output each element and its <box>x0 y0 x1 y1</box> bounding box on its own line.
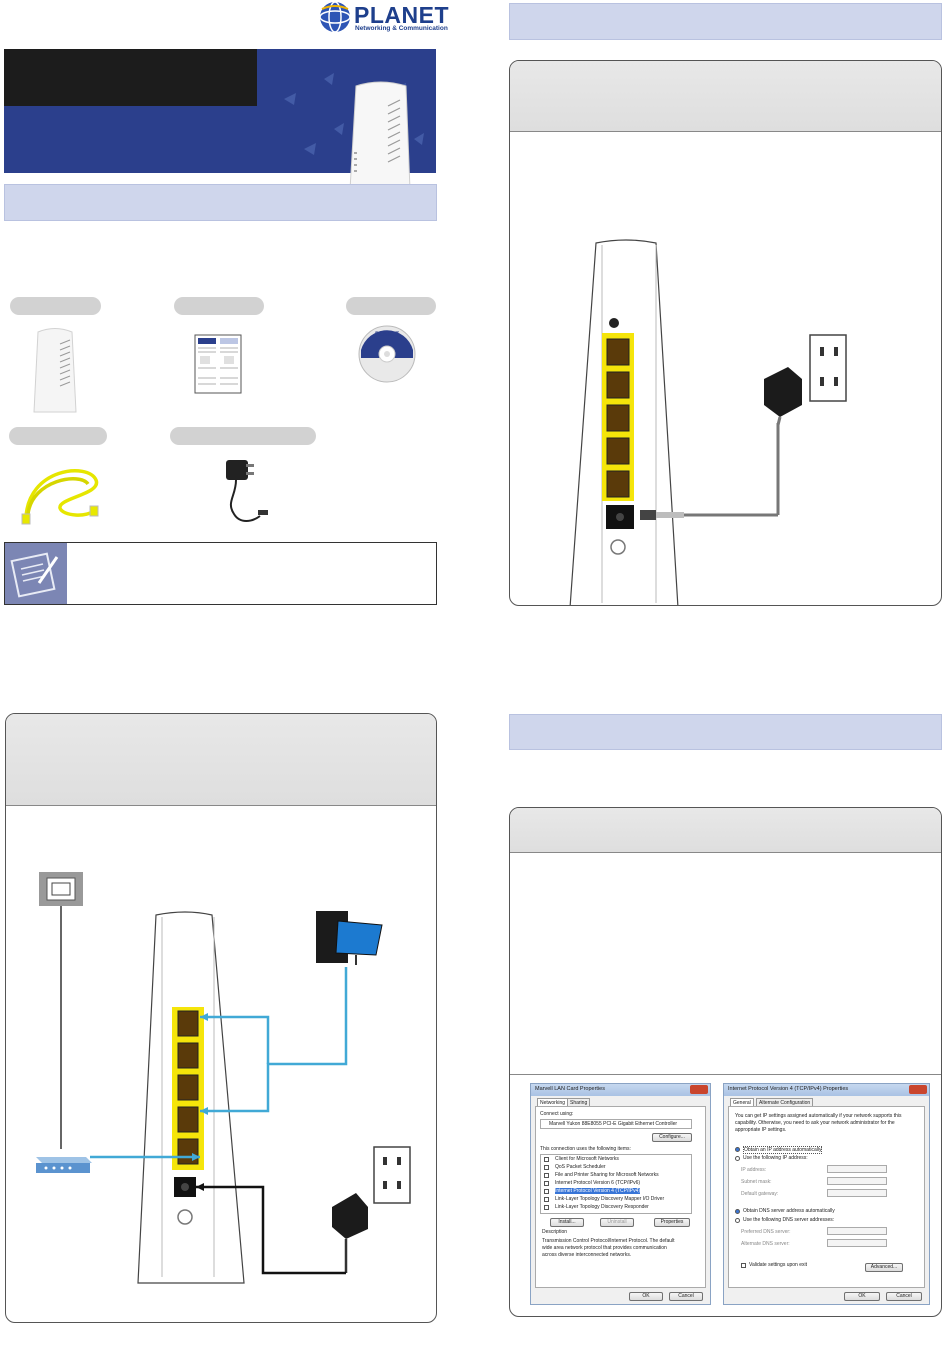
install-button[interactable]: Install... <box>550 1218 584 1227</box>
item-label-pill <box>10 297 101 315</box>
validate-checkbox[interactable] <box>741 1263 746 1268</box>
ip-address-input[interactable] <box>827 1165 887 1173</box>
note-box <box>4 542 437 605</box>
lan-properties-window: Marvell LAN Card Properties Networking S… <box>530 1083 711 1305</box>
configure-button[interactable]: Configure... <box>652 1133 692 1142</box>
ok-button[interactable]: OK <box>629 1292 663 1301</box>
properties-button[interactable]: Properties <box>654 1218 690 1227</box>
uninstall-button[interactable]: Uninstall <box>600 1218 634 1227</box>
window-title: Internet Protocol Version 4 (TCP/IPv4) P… <box>724 1084 929 1096</box>
brand-name: PLANET <box>354 2 449 28</box>
alternate-dns-input[interactable] <box>827 1239 887 1247</box>
network-connection-diagram <box>36 872 411 1284</box>
list-item[interactable]: Link-Layer Topology Discovery Responder <box>555 1204 649 1210</box>
list-item[interactable]: File and Printer Sharing for Microsoft N… <box>555 1172 659 1178</box>
hero-title-block <box>4 49 257 106</box>
window-body: You can get IP settings assigned automat… <box>728 1106 925 1288</box>
brand-tagline: Networking & Communication <box>355 25 448 32</box>
checkbox[interactable] <box>544 1197 549 1202</box>
radio-obtain-dns[interactable] <box>735 1209 740 1214</box>
window-body: Connect using: Marvell Yukon 88E8055 PCI… <box>535 1106 706 1288</box>
default-gateway-input[interactable] <box>827 1189 887 1197</box>
adapter-name: Marvell Yukon 88E8055 PCI-E Gigabit Ethe… <box>549 1121 678 1127</box>
panel-header <box>510 61 941 132</box>
preferred-dns-label: Preferred DNS server: <box>741 1229 791 1235</box>
description-text: Transmission Control Protocol/Internet P… <box>542 1238 675 1258</box>
subnet-mask-label: Subnet mask: <box>741 1179 772 1185</box>
item-label-pill <box>9 427 107 445</box>
preferred-dns-input[interactable] <box>827 1227 887 1235</box>
globe-icon <box>319 1 351 33</box>
list-item[interactable]: Client for Microsoft Networks <box>555 1156 619 1162</box>
validate-label[interactable]: Validate settings upon exit <box>749 1262 808 1268</box>
list-item[interactable]: Link-Layer Topology Discovery Mapper I/O… <box>555 1196 665 1202</box>
ipv4-properties-window: Internet Protocol Version 4 (TCP/IPv4) P… <box>723 1083 930 1305</box>
list-item[interactable]: Internet Protocol Version 6 (TCP/IPv6) <box>555 1180 641 1186</box>
section-band-package <box>4 184 437 221</box>
section-band-configuration <box>509 714 942 750</box>
radio-obtain-ip[interactable] <box>735 1147 740 1152</box>
checkbox[interactable] <box>544 1157 549 1162</box>
checkbox[interactable] <box>544 1189 549 1194</box>
subnet-mask-input[interactable] <box>827 1177 887 1185</box>
items-label: This connection uses the following items… <box>540 1146 631 1152</box>
cd-brand-label: PLANET <box>375 332 399 338</box>
connection-panel-left <box>5 713 437 1323</box>
item-label-pill <box>346 297 436 315</box>
cancel-button[interactable]: Cancel <box>669 1292 703 1301</box>
checkbox[interactable] <box>544 1165 549 1170</box>
router-hero-image <box>349 81 411 191</box>
router-product-image <box>33 328 77 413</box>
default-gateway-label: Default gateway: <box>741 1191 779 1197</box>
list-item-selected[interactable]: Internet Protocol Version 4 (TCP/IPv4) <box>555 1188 641 1194</box>
use-ip-label[interactable]: Use the following IP address: <box>743 1155 808 1161</box>
planet-logo: PLANET Networking & Communication <box>318 0 449 36</box>
ethernet-cable-image <box>21 468 99 525</box>
window-title: Marvell LAN Card Properties <box>531 1084 710 1096</box>
checkbox[interactable] <box>544 1205 549 1210</box>
item-label-pill <box>174 297 264 315</box>
alternate-dns-label: Alternate DNS server: <box>741 1241 790 1247</box>
close-button[interactable] <box>909 1085 927 1094</box>
advanced-button[interactable]: Advanced... <box>865 1263 903 1272</box>
intro-text: You can get IP settings assigned automat… <box>735 1113 902 1133</box>
adapter-field: Marvell Yukon 88E8055 PCI-E Gigabit Ethe… <box>540 1119 692 1129</box>
obtain-ip-label[interactable]: Obtain an IP address automatically <box>743 1146 823 1154</box>
ip-address-label: IP address: <box>741 1167 767 1173</box>
power-adapter-image <box>226 460 268 522</box>
close-button[interactable] <box>690 1085 708 1094</box>
connect-using-label: Connect using: <box>540 1111 574 1117</box>
use-dns-label[interactable]: Use the following DNS server addresses: <box>743 1217 835 1223</box>
radio-use-ip[interactable] <box>735 1156 740 1161</box>
pc-config-panel: Marvell LAN Card Properties Networking S… <box>509 807 942 1317</box>
radio-use-dns[interactable] <box>735 1218 740 1223</box>
quick-guide-image <box>194 334 242 394</box>
description-label: Description <box>542 1229 568 1235</box>
panel-divider <box>510 1074 941 1075</box>
list-item[interactable]: QoS Packet Scheduler <box>555 1164 606 1170</box>
items-list: Client for Microsoft Networks QoS Packet… <box>540 1154 692 1214</box>
note-icon <box>5 543 67 604</box>
checkbox[interactable] <box>544 1181 549 1186</box>
cd-disc-image: PLANET <box>358 325 416 383</box>
cancel-button[interactable]: Cancel <box>886 1292 922 1301</box>
item-label-pill <box>170 427 316 445</box>
checkbox[interactable] <box>544 1173 549 1178</box>
power-connection-diagram <box>569 239 847 605</box>
panel-header <box>510 808 941 853</box>
section-band-hardware <box>509 3 942 40</box>
ok-button[interactable]: OK <box>844 1292 880 1301</box>
obtain-dns-label[interactable]: Obtain DNS server address automatically <box>743 1208 835 1214</box>
power-connection-panel <box>509 60 942 606</box>
panel-header <box>6 714 436 806</box>
